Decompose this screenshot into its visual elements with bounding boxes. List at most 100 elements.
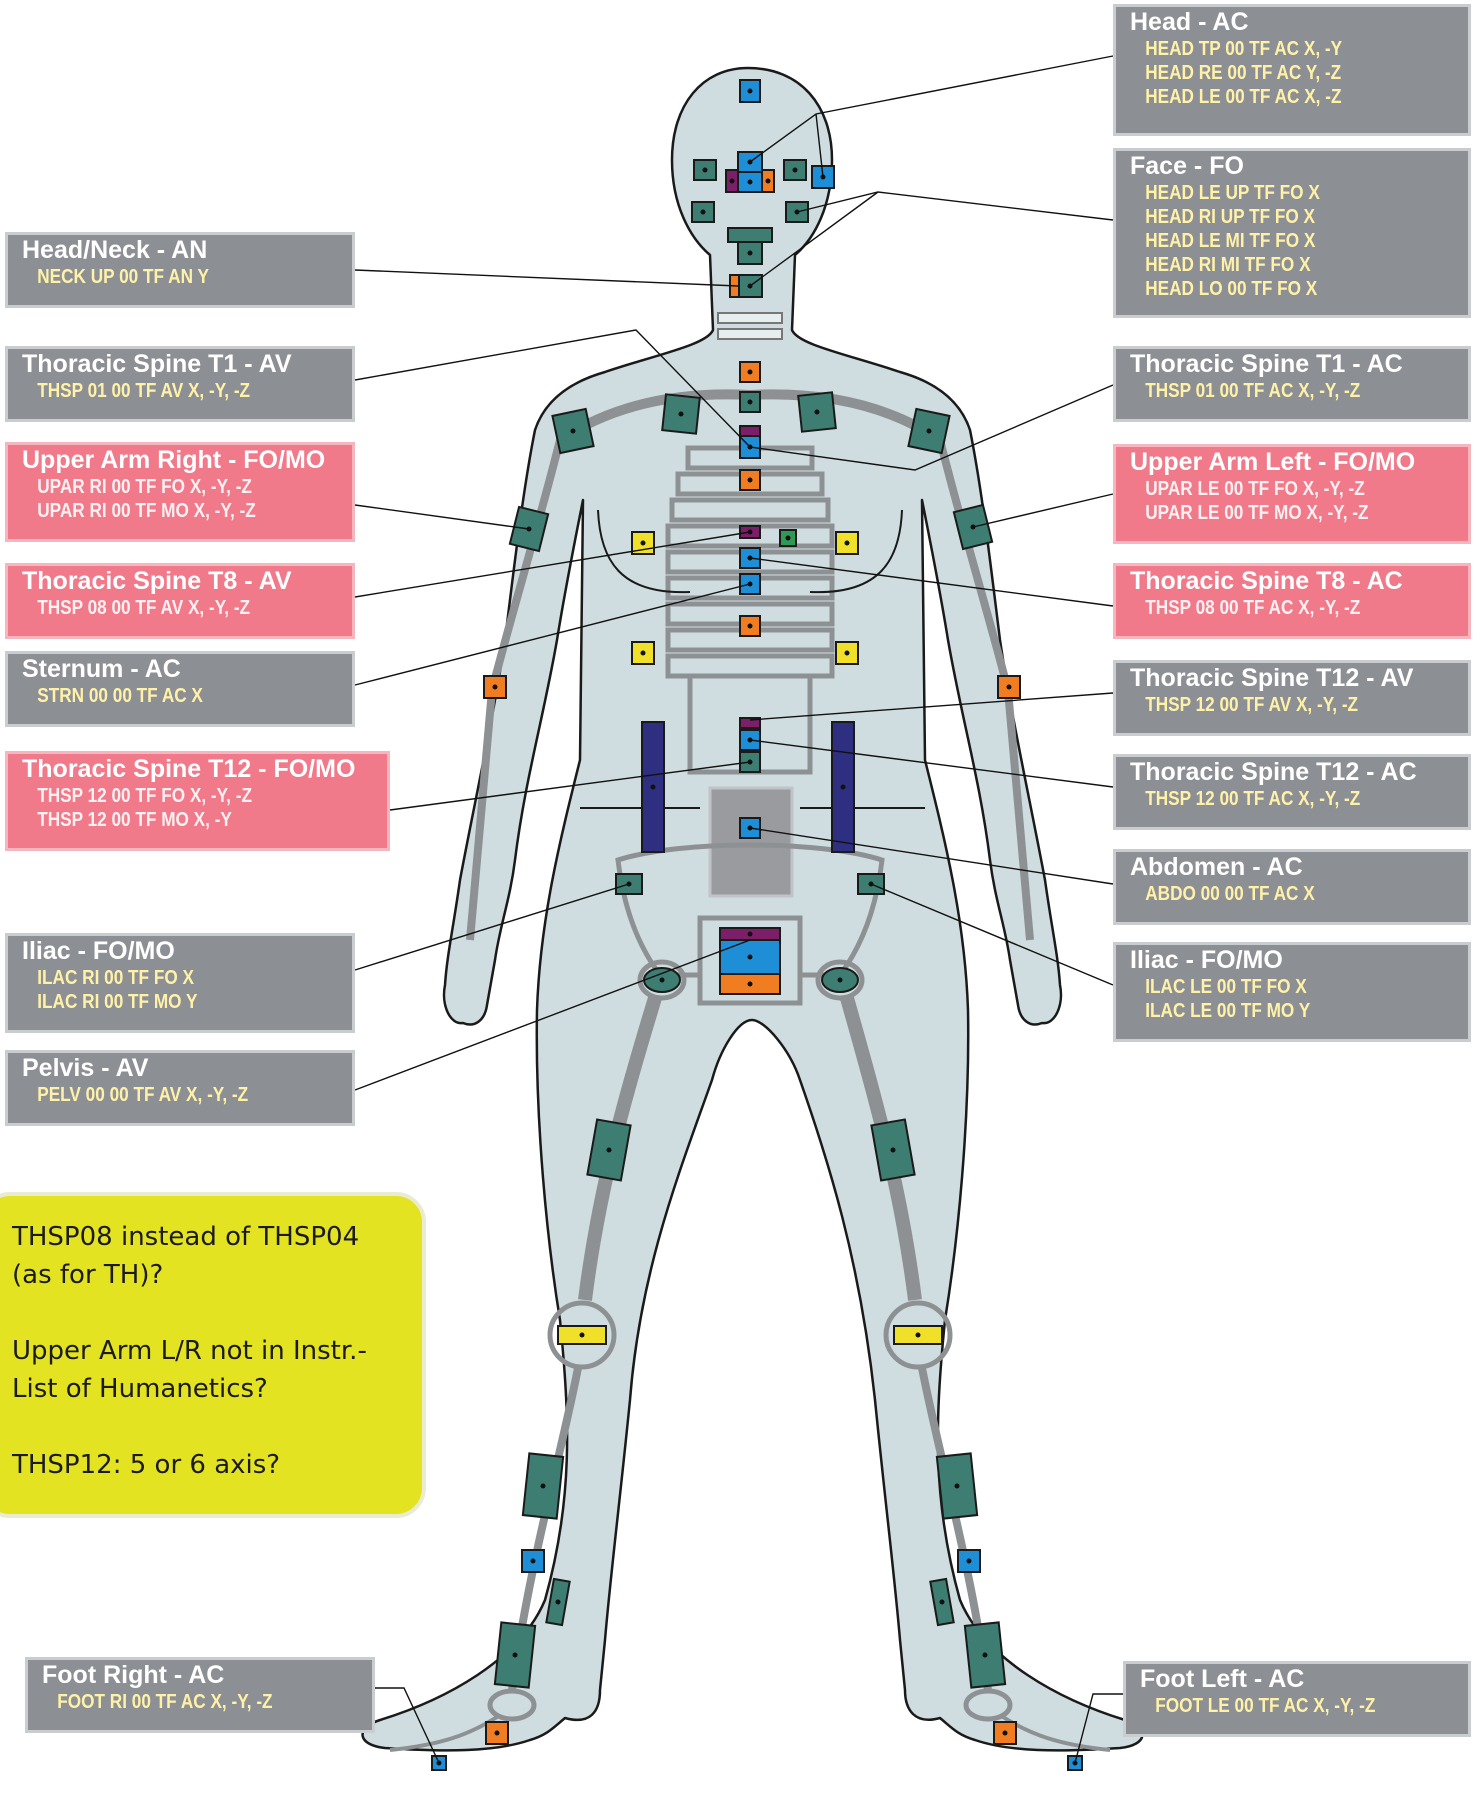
label-thsp-t8-ac: Thoracic Spine T8 - AC THSP 08 00 TF AC … bbox=[1113, 563, 1471, 639]
label-title: Foot Left - AC bbox=[1126, 1664, 1468, 1694]
label-thsp-t8-av: Thoracic Spine T8 - AV THSP 08 00 TF AV … bbox=[5, 563, 355, 639]
label-title: Upper Arm Left - FO/MO bbox=[1116, 447, 1468, 477]
label-upper-arm-right: Upper Arm Right - FO/MO UPAR RI 00 TF FO… bbox=[5, 442, 355, 542]
dot bbox=[495, 1731, 500, 1736]
label-code: THSP 01 00 TF AC X, -Y, -Z bbox=[1116, 379, 1419, 403]
label-title: Face - FO bbox=[1116, 151, 1468, 181]
label-head-neck-an: Head/Neck - AN NECK UP 00 TF AN Y bbox=[5, 232, 355, 308]
label-iliac-right: Iliac - FO/MO ILAC RI 00 TF FO X ILAC RI… bbox=[5, 933, 355, 1033]
dot bbox=[793, 168, 798, 173]
dot bbox=[571, 429, 576, 434]
dot bbox=[493, 685, 498, 690]
label-code: ABDO 00 00 TF AC X bbox=[1116, 882, 1419, 906]
label-foot-left-ac: Foot Left - AC FOOT LE 00 TF AC X, -Y, -… bbox=[1123, 1661, 1471, 1737]
dot bbox=[748, 89, 753, 94]
label-title: Head - AC bbox=[1116, 7, 1468, 37]
label-code: ILAC LE 00 TF MO Y bbox=[1116, 999, 1419, 1023]
label-code: HEAD RI UP TF FO X bbox=[1116, 205, 1419, 229]
label-code: ILAC RI 00 TF MO Y bbox=[8, 990, 304, 1014]
label-title: Thoracic Spine T12 - AC bbox=[1116, 757, 1468, 787]
label-iliac-left: Iliac - FO/MO ILAC LE 00 TF FO X ILAC LE… bbox=[1113, 942, 1471, 1042]
dot bbox=[531, 1559, 536, 1564]
dot bbox=[955, 1484, 960, 1489]
dot bbox=[641, 651, 646, 656]
review-note: THSP08 instead of THSP04 (as for TH)? Up… bbox=[0, 1192, 426, 1518]
dot bbox=[748, 400, 753, 405]
label-title: Thoracic Spine T1 - AV bbox=[8, 349, 352, 379]
sensor-face-lower-bar bbox=[728, 228, 772, 242]
dot bbox=[838, 978, 843, 983]
label-code: HEAD LO 00 TF FO X bbox=[1116, 277, 1419, 301]
label-title: Iliac - FO/MO bbox=[1116, 945, 1468, 975]
dot bbox=[916, 1333, 921, 1338]
dot bbox=[748, 932, 753, 937]
dot bbox=[679, 412, 684, 417]
label-code: FOOT LE 00 TF AC X, -Y, -Z bbox=[1126, 1694, 1420, 1718]
label-code: THSP 12 00 TF AV X, -Y, -Z bbox=[1116, 693, 1419, 717]
dot bbox=[651, 785, 656, 790]
dot bbox=[513, 1653, 518, 1658]
label-code: UPAR LE 00 TF MO X, -Y, -Z bbox=[1116, 501, 1419, 525]
label-thsp-t12-fomo: Thoracic Spine T12 - FO/MO THSP 12 00 TF… bbox=[5, 751, 390, 851]
label-abdomen-ac: Abdomen - AC ABDO 00 00 TF AC X bbox=[1113, 849, 1471, 925]
label-thsp-t1-ac: Thoracic Spine T1 - AC THSP 01 00 TF AC … bbox=[1113, 346, 1471, 422]
dot bbox=[660, 978, 665, 983]
label-thsp-t12-av: Thoracic Spine T12 - AV THSP 12 00 TF AV… bbox=[1113, 660, 1471, 736]
dot bbox=[641, 541, 646, 546]
dot bbox=[1003, 1731, 1008, 1736]
note-line: THSP08 instead of THSP04 (as for TH)? bbox=[12, 1218, 402, 1294]
label-upper-arm-left: Upper Arm Left - FO/MO UPAR LE 00 TF FO … bbox=[1113, 444, 1471, 544]
label-head-ac: Head - AC HEAD TP 00 TF AC X, -Y HEAD RE… bbox=[1113, 4, 1471, 136]
label-code: ILAC LE 00 TF FO X bbox=[1116, 975, 1419, 999]
label-title: Head/Neck - AN bbox=[8, 235, 352, 265]
label-code: HEAD TP 00 TF AC X, -Y bbox=[1116, 37, 1419, 61]
dot bbox=[703, 168, 708, 173]
dot bbox=[748, 624, 753, 629]
label-code: STRN 00 00 TF AC X bbox=[8, 684, 304, 708]
label-title: Thoracic Spine T8 - AC bbox=[1116, 566, 1468, 596]
dot bbox=[748, 955, 753, 960]
label-code: UPAR RI 00 TF FO X, -Y, -Z bbox=[8, 475, 304, 499]
dot bbox=[748, 251, 753, 256]
label-code: UPAR LE 00 TF FO X, -Y, -Z bbox=[1116, 477, 1419, 501]
label-title: Foot Right - AC bbox=[28, 1660, 372, 1690]
neck-plate-lower bbox=[718, 329, 782, 339]
label-title: Sternum - AC bbox=[8, 654, 352, 684]
dot bbox=[815, 410, 820, 415]
label-code: THSP 08 00 TF AV X, -Y, -Z bbox=[8, 596, 304, 620]
dot bbox=[748, 370, 753, 375]
dot bbox=[730, 179, 735, 184]
abdomen-box bbox=[710, 788, 792, 896]
label-sternum-ac: Sternum - AC STRN 00 00 TF AC X bbox=[5, 651, 355, 727]
dot bbox=[580, 1333, 585, 1338]
label-thsp-t1-av: Thoracic Spine T1 - AV THSP 01 00 TF AV … bbox=[5, 346, 355, 422]
label-thsp-t12-ac: Thoracic Spine T12 - AC THSP 12 00 TF AC… bbox=[1113, 754, 1471, 830]
label-foot-right-ac: Foot Right - AC FOOT RI 00 TF AC X, -Y, … bbox=[25, 1657, 375, 1733]
dot bbox=[967, 1559, 972, 1564]
dot bbox=[786, 536, 791, 541]
dot bbox=[891, 1148, 896, 1153]
label-code: HEAD LE UP TF FO X bbox=[1116, 181, 1419, 205]
dot bbox=[748, 982, 753, 987]
label-code: PELV 00 00 TF AV X, -Y, -Z bbox=[8, 1083, 304, 1107]
dot bbox=[607, 1148, 612, 1153]
label-title: Thoracic Spine T12 - AV bbox=[1116, 663, 1468, 693]
dot bbox=[940, 1600, 945, 1605]
dot bbox=[541, 1484, 546, 1489]
label-title: Thoracic Spine T8 - AV bbox=[8, 566, 352, 596]
dot bbox=[556, 1600, 561, 1605]
label-title: Iliac - FO/MO bbox=[8, 936, 352, 966]
label-code: THSP 12 00 TF MO X, -Y bbox=[8, 808, 334, 832]
label-title: Thoracic Spine T1 - AC bbox=[1116, 349, 1468, 379]
dot bbox=[1007, 685, 1012, 690]
label-code: THSP 01 00 TF AV X, -Y, -Z bbox=[8, 379, 304, 403]
label-code: HEAD LE MI TF FO X bbox=[1116, 229, 1419, 253]
dot bbox=[845, 541, 850, 546]
label-title: Abdomen - AC bbox=[1116, 852, 1468, 882]
label-pelvis-av: Pelvis - AV PELV 00 00 TF AV X, -Y, -Z bbox=[5, 1050, 355, 1126]
note-line: THSP12: 5 or 6 axis? bbox=[12, 1446, 402, 1484]
dot bbox=[845, 651, 850, 656]
note-line: Upper Arm L/R not in Instr.-List of Huma… bbox=[12, 1332, 402, 1408]
leader-upper-arm-left bbox=[973, 494, 1113, 527]
label-code: UPAR RI 00 TF MO X, -Y, -Z bbox=[8, 499, 304, 523]
